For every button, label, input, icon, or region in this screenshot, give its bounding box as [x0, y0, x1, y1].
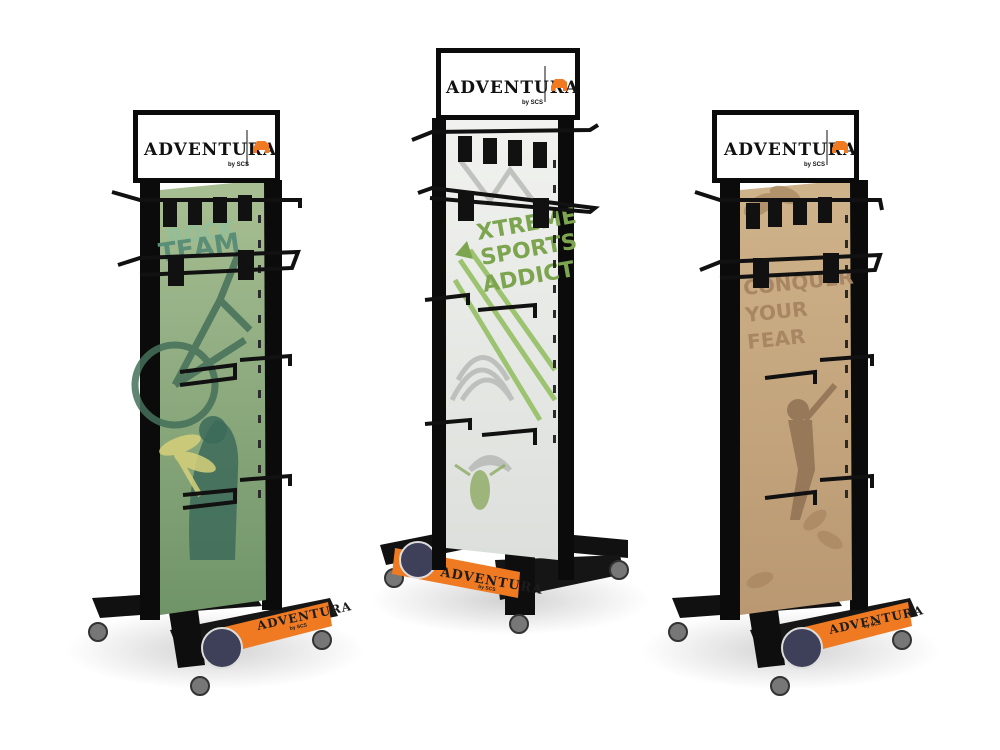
caster-wheel — [88, 622, 108, 642]
frame-upright — [720, 180, 740, 620]
header-brand-sub: by SCS — [228, 162, 249, 168]
graphic-banner — [446, 120, 558, 560]
display-stand-green: ADVENTURA by SCS ROCK TEAM — [65, 110, 365, 696]
caster-wheel — [312, 630, 332, 650]
frame-upright — [140, 180, 160, 620]
frame-upright — [558, 118, 574, 580]
frame-upright — [850, 180, 868, 610]
caster-wheel — [892, 630, 912, 650]
caster-wheel — [770, 676, 790, 696]
header-sign: ADVENTURA by SCS — [436, 48, 580, 120]
base-brand-sub: by SCS — [478, 584, 497, 593]
header-brand-sub: by SCS — [522, 100, 543, 106]
slot-marks — [258, 215, 261, 498]
base-badge — [781, 627, 823, 669]
rhino-logo-icon — [832, 141, 848, 153]
base-brand-sub: by SCS — [863, 620, 882, 630]
caster-wheel — [668, 622, 688, 642]
slot-marks — [845, 215, 848, 498]
rhino-logo-icon — [551, 79, 567, 91]
header-brand-text: ADVENTURA — [723, 140, 857, 160]
caster-wheel — [609, 560, 629, 580]
display-hooks — [694, 190, 884, 505]
swirl-graphic — [449, 158, 542, 473]
beetle-graphic — [454, 463, 506, 510]
frame-upright — [432, 118, 446, 570]
header-brand-text: ADVENTURA — [143, 140, 277, 160]
display-stand-tan: ADVENTURA by SCS CONQUER YOUR FEAR — [640, 110, 940, 696]
base-badge — [399, 541, 437, 579]
graphic-banner — [740, 180, 852, 615]
person-silhouette — [189, 420, 239, 560]
dragonfly-graphic — [159, 434, 216, 497]
header-sign: ADVENTURA by SCS — [712, 110, 859, 183]
caster-wheel — [190, 676, 210, 696]
display-hooks — [111, 190, 302, 510]
header-brand-sub: by SCS — [804, 162, 825, 168]
base-brand-sub: by SCS — [289, 622, 308, 632]
caster-wheel — [509, 614, 529, 634]
slot-marks — [553, 160, 556, 443]
display-hooks — [411, 123, 600, 445]
frame-upright — [262, 180, 282, 610]
rhino-logo-icon — [253, 141, 269, 153]
base-badge — [201, 627, 243, 669]
display-stand-white: ADVENTURA by SCS XTREME SPORTS ADDICT — [370, 48, 650, 635]
header-sign: ADVENTURA by SCS — [133, 110, 280, 183]
